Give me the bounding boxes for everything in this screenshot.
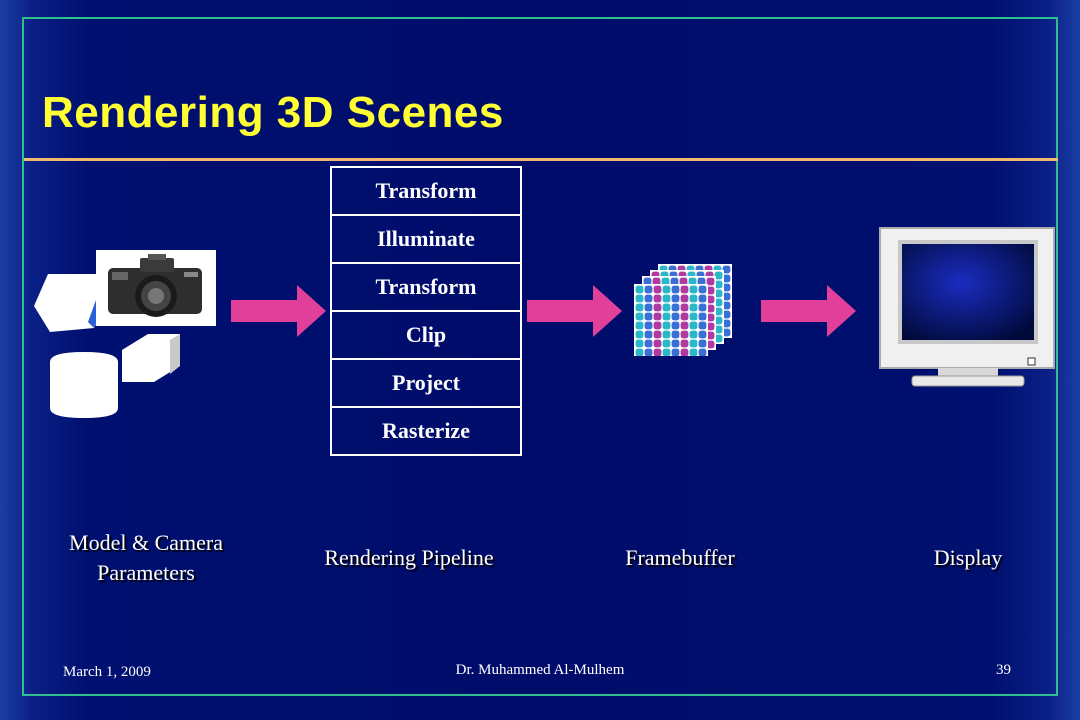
pipeline-stage: Illuminate: [332, 216, 520, 264]
monitor-icon: [879, 227, 1055, 387]
arrow-to-display: [761, 285, 856, 337]
footer-author: Dr. Muhammed Al-Mulhem: [455, 662, 625, 678]
caption-rendering-pipeline: Rendering Pipeline: [324, 545, 494, 570]
title-divider: [24, 158, 1058, 161]
caption-model-camera: Model & Camera Parameters: [40, 528, 252, 588]
camera-icon: [96, 250, 216, 326]
pixel-grid-icon: [634, 264, 732, 356]
rendering-pipeline-stack: Transform Illuminate Transform Clip Proj…: [330, 166, 522, 456]
slide-title: Rendering 3D Scenes: [42, 88, 504, 137]
slide-frame: [22, 17, 1058, 696]
arrow-to-pipeline: [231, 285, 326, 337]
pipeline-stage: Rasterize: [382, 418, 470, 443]
caption-model-line2: Parameters: [97, 560, 195, 585]
pipeline-stage: Clip: [332, 312, 520, 360]
pipeline-stage: Transform: [332, 264, 520, 312]
pipeline-stage: Project: [332, 360, 520, 408]
pipeline-stage: Transform: [332, 168, 520, 216]
shape-cube: [122, 334, 180, 382]
shape-cylinder: [50, 352, 118, 418]
shape-cube-side: [170, 334, 180, 374]
caption-display: Display: [933, 545, 1003, 570]
caption-framebuffer: Framebuffer: [625, 545, 735, 570]
footer-date: March 1, 2009: [63, 664, 151, 680]
footer-page-number: 39: [996, 662, 1011, 678]
caption-model-line1: Model & Camera: [69, 530, 223, 555]
arrow-to-framebuffer: [527, 285, 622, 337]
geometric-shapes-icon: [34, 274, 180, 418]
